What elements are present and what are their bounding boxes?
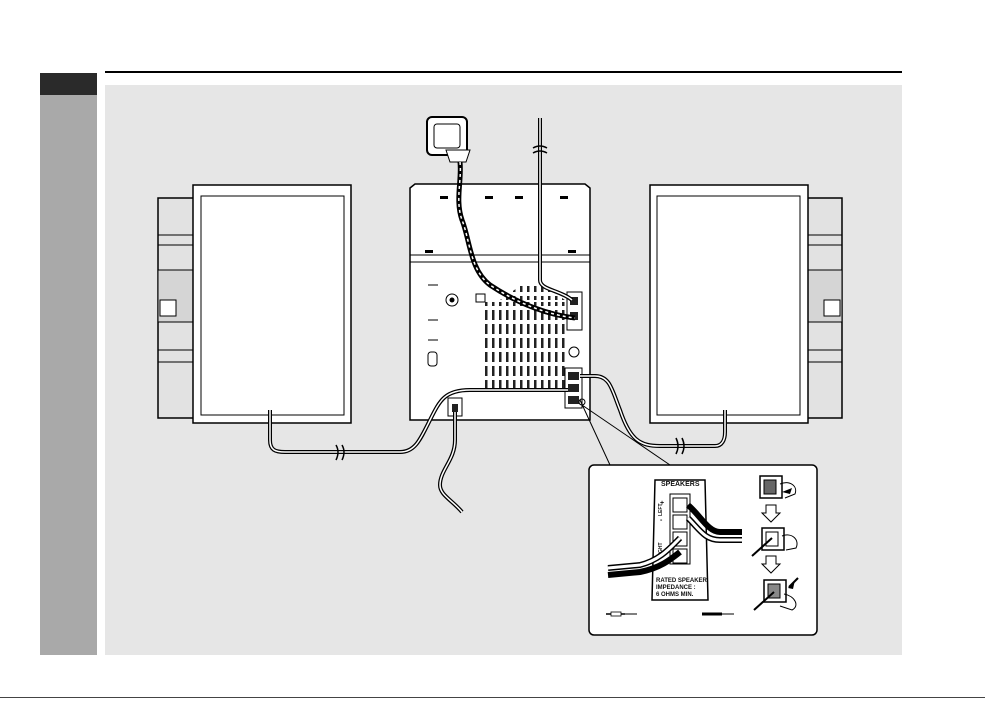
impedance-line1: RATED SPEAKER [656, 578, 708, 584]
ac-power-cord [440, 412, 462, 512]
left-label: LEFT [658, 504, 664, 517]
speaker-terminal-detail: SPEAKERS + - LEFT RIGHT RATED SPEAKER IM… [589, 465, 817, 635]
speakers-label: SPEAKERS [661, 481, 700, 488]
impedance-line2: IMPEDANCE : [656, 585, 696, 591]
main-unit-rear [410, 184, 590, 420]
impedance-line3: 6 OHMS MIN. [656, 592, 694, 598]
left-speaker [158, 185, 351, 423]
right-speaker [650, 185, 842, 423]
